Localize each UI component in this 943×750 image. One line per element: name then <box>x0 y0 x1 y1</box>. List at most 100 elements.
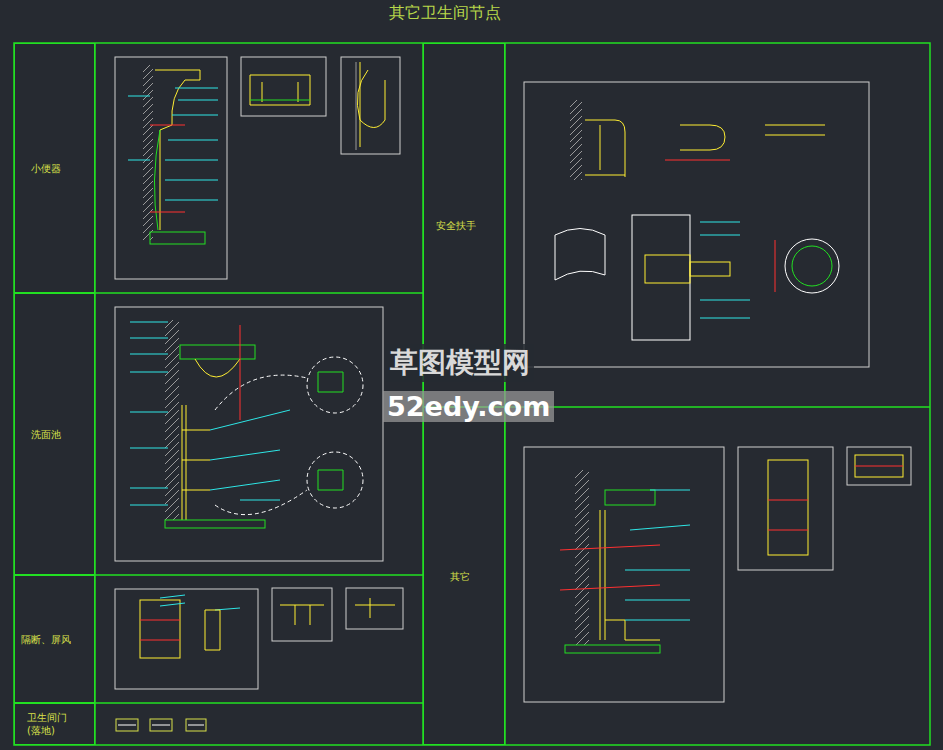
cad-linework <box>210 450 280 460</box>
cad-linework <box>570 137 582 149</box>
cad-linework <box>355 598 395 618</box>
cad-linework <box>575 520 589 534</box>
cad-linework <box>165 426 179 440</box>
cad-linework <box>130 322 290 505</box>
cad-linework <box>115 307 383 561</box>
cad-linework <box>575 592 589 606</box>
section-label: 洗面池 <box>31 428 61 441</box>
cad-linework <box>115 589 258 689</box>
cad-linework <box>768 500 808 501</box>
cad-linework <box>188 725 204 726</box>
cad-linework <box>130 338 168 339</box>
cad-linework <box>570 165 582 177</box>
section-label: 小便器 <box>31 162 61 175</box>
cad-linework <box>570 102 582 114</box>
cad-linework <box>165 474 179 488</box>
section-label: 其它 <box>450 570 470 583</box>
cad-linework <box>182 460 210 461</box>
cad-linework <box>565 645 660 653</box>
cad-linework <box>205 610 220 650</box>
section-label-cell: 隔断、屏风 <box>14 575 95 703</box>
cad-linework <box>165 394 179 408</box>
cad-linework <box>140 620 180 640</box>
cad-linework <box>575 488 589 502</box>
cad-linework <box>700 222 750 318</box>
cad-linework <box>165 490 179 504</box>
cad-linework <box>341 57 400 154</box>
cad-linework <box>570 100 582 180</box>
cad-linework <box>165 386 179 400</box>
cad-linework <box>165 442 179 456</box>
section-label-cell: 洗面池 <box>14 293 95 575</box>
cad-linework <box>575 624 589 638</box>
cad-linework <box>272 588 332 641</box>
section-label: 安全扶手 <box>436 219 476 232</box>
watermark: 52edy.com <box>383 391 554 422</box>
cad-linework <box>630 525 690 530</box>
cad-linework <box>570 116 582 128</box>
cad-linework <box>165 346 179 360</box>
cad-linework <box>165 330 179 344</box>
cad-linework <box>570 130 582 142</box>
cad-linework <box>150 719 172 731</box>
cad-linework <box>150 125 185 126</box>
cad-linework <box>356 62 357 150</box>
cad-linework <box>165 200 218 201</box>
cad-linework <box>250 100 310 101</box>
cad-linework <box>165 506 179 520</box>
cad-linework <box>600 510 601 640</box>
cad-linework <box>210 410 290 430</box>
cad-linework <box>215 375 307 515</box>
cad-linework <box>584 640 589 645</box>
cad-linework <box>182 490 210 491</box>
cad-linework <box>625 600 690 601</box>
cad-linework <box>575 470 583 478</box>
section-label-cell: 其它 <box>423 407 505 745</box>
cad-linework <box>645 255 690 283</box>
cad-linework <box>130 322 168 323</box>
cad-linework <box>160 603 185 606</box>
cad-linework <box>700 318 750 319</box>
cad-linework <box>165 320 179 520</box>
cad-linework <box>792 246 832 286</box>
cad-linework <box>165 320 173 328</box>
section-label-cell: 小便器 <box>14 43 95 293</box>
cad-linework <box>165 362 179 376</box>
cad-linework <box>160 595 185 598</box>
cad-linework <box>575 512 589 526</box>
cad-linework <box>570 123 582 135</box>
cad-linework <box>130 505 168 506</box>
urinal-section <box>128 62 385 244</box>
cad-linework <box>632 215 690 340</box>
cad-linework <box>575 568 589 582</box>
cad-linework <box>130 372 168 373</box>
cad-linework <box>154 130 160 230</box>
other-details <box>560 455 903 653</box>
cad-linework <box>570 151 582 163</box>
cad-linework <box>575 584 589 598</box>
cad-linework <box>173 514 179 520</box>
cad-linework <box>165 482 179 496</box>
cad-linework <box>130 488 168 489</box>
cad-linework <box>240 325 241 420</box>
cad-linework <box>625 490 690 620</box>
cad-linework <box>700 300 750 301</box>
door-symbols <box>116 719 206 731</box>
cad-linework <box>182 430 210 431</box>
cad-linework <box>570 144 582 156</box>
cad-linework <box>575 560 589 574</box>
cad-linework <box>605 490 655 505</box>
cad-linework <box>855 455 903 477</box>
cad-linework <box>152 725 170 726</box>
cad-linework <box>165 338 179 352</box>
cad-linework <box>280 605 324 625</box>
section-label-cell: 卫生间门(落地) <box>14 703 95 745</box>
cad-linework <box>700 235 740 236</box>
cad-linework <box>570 100 577 107</box>
cad-linework <box>240 500 280 501</box>
cad-linework <box>128 96 150 97</box>
cad-linework <box>575 600 589 614</box>
cad-linework <box>180 345 255 359</box>
cad-linework <box>168 140 218 141</box>
cad-linework <box>140 600 180 658</box>
